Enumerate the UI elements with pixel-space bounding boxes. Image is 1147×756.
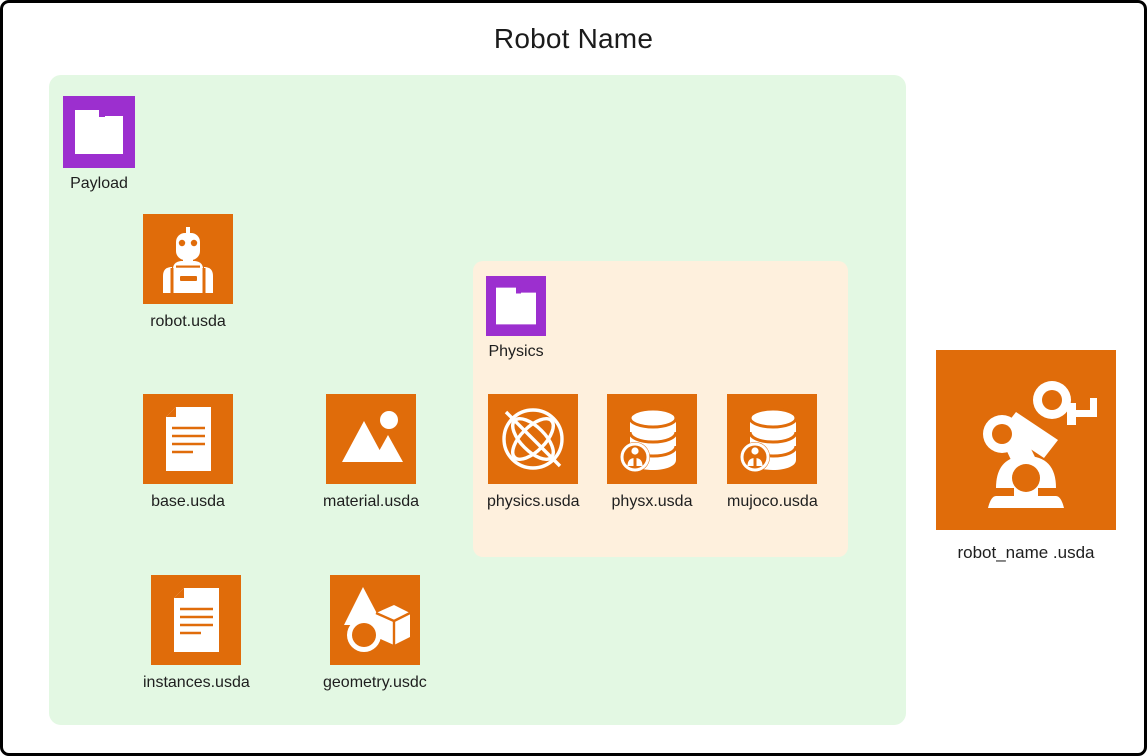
database-user-icon bbox=[607, 394, 697, 484]
folder-icon bbox=[63, 96, 135, 168]
document-icon bbox=[143, 394, 233, 484]
node-physx-usda[interactable]: physx.usda bbox=[607, 394, 697, 511]
node-label: base.usda bbox=[151, 493, 225, 510]
node-base-usda[interactable]: base.usda bbox=[143, 394, 233, 511]
node-robot-name-usda[interactable]: robot_name .usda bbox=[936, 350, 1116, 563]
shapes-3d-icon bbox=[329, 575, 420, 665]
document-icon bbox=[151, 575, 242, 665]
humanoid-robot-icon bbox=[143, 214, 233, 304]
node-label: geometry.usdc bbox=[323, 674, 427, 691]
node-physics-folder[interactable]: Physics bbox=[486, 276, 546, 361]
node-robot-usda[interactable]: robot.usda bbox=[143, 214, 233, 331]
node-label: robot.usda bbox=[150, 313, 226, 330]
node-mujoco-usda[interactable]: mujoco.usda bbox=[727, 394, 818, 511]
image-icon bbox=[326, 394, 417, 484]
node-geometry-usdc[interactable]: geometry.usdc bbox=[323, 575, 427, 692]
folder-icon bbox=[486, 276, 546, 336]
node-instances-usda[interactable]: instances.usda bbox=[143, 575, 250, 692]
node-label: robot_name .usda bbox=[957, 543, 1095, 562]
node-label: mujoco.usda bbox=[727, 493, 818, 510]
robot-arm-icon bbox=[936, 350, 1116, 530]
node-label: instances.usda bbox=[143, 674, 250, 691]
page-title: Robot Name bbox=[493, 23, 654, 54]
database-user-icon bbox=[727, 394, 818, 484]
node-material-usda[interactable]: material.usda bbox=[323, 394, 419, 511]
node-label: Physics bbox=[488, 343, 544, 360]
node-physics-usda[interactable]: physics.usda bbox=[487, 394, 580, 511]
node-payload[interactable]: Payload bbox=[63, 96, 135, 193]
node-label: material.usda bbox=[323, 493, 420, 510]
node-label: physx.usda bbox=[611, 493, 693, 510]
node-label: Payload bbox=[70, 175, 128, 192]
atom-disabled-icon bbox=[488, 394, 579, 484]
node-label: physics.usda bbox=[487, 493, 580, 510]
